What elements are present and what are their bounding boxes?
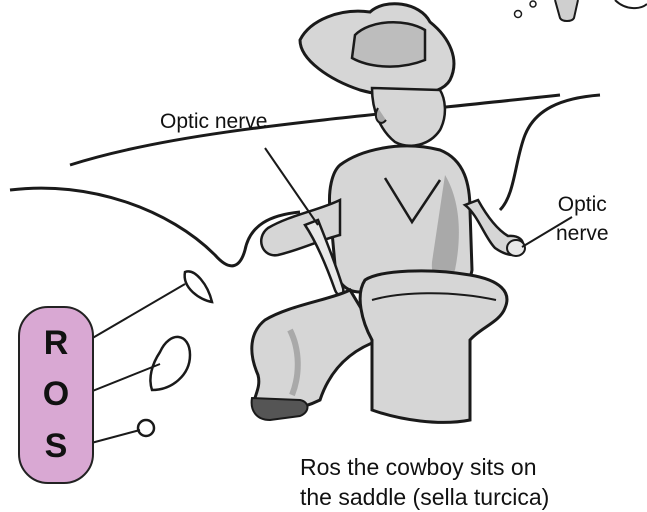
optic-nerve-right-label: Optic nerve (556, 190, 609, 248)
caption-line1: Ros the cowboy sits on (300, 452, 549, 482)
saddle-left-curve (10, 188, 300, 266)
boot-icon (252, 398, 308, 420)
round-shape (138, 420, 154, 436)
bubble-icon (515, 11, 522, 18)
ros-mnemonic-badge: R O S (18, 306, 94, 484)
optic-nerve-left-label: Optic nerve (160, 110, 267, 134)
cowboy-illustration (0, 0, 647, 496)
optic-nerve-right-line1: Optic (556, 190, 609, 219)
caption: Ros the cowboy sits on the saddle (sella… (300, 452, 549, 512)
optic-nerve-right-line2: nerve (556, 219, 609, 248)
caption-line2: the saddle (sella turcica) (300, 482, 549, 512)
pointer-line-r (84, 284, 185, 343)
mnemonic-letter-s: S (45, 427, 68, 466)
triangle-shape (185, 271, 212, 302)
mnemonic-letter-o: O (43, 375, 69, 414)
oval-shape (150, 337, 190, 390)
bubble-icon (530, 1, 536, 7)
corner-curl (615, 0, 647, 8)
mnemonic-letter-r: R (44, 324, 69, 363)
right-nerve-end (507, 240, 525, 256)
corner-object (555, 0, 578, 21)
horizon-line (70, 95, 560, 165)
